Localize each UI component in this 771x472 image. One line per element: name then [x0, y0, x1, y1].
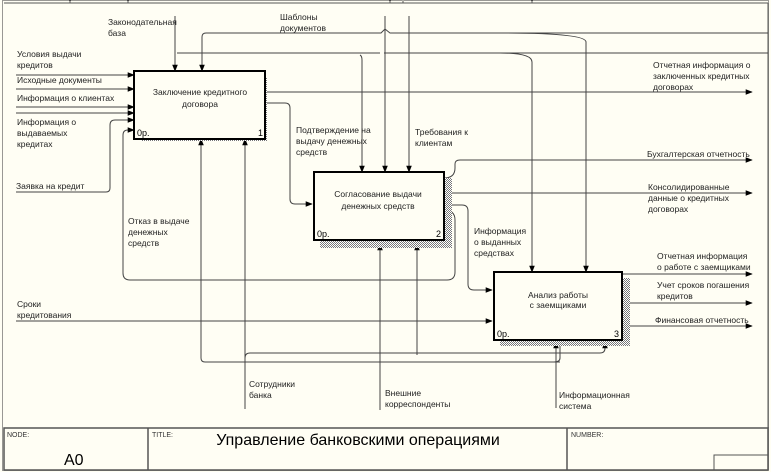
process-box-3[interactable]: Анализ работы с заемщиками 0р. 3 [493, 271, 630, 346]
diagram-title: Управление банковскими операциями [216, 432, 500, 449]
label-otchet-zakl-2: заключенных кредитных [653, 71, 750, 81]
label-podtverzhdenie-3: средств [296, 147, 328, 157]
label-ishodnye: Исходные документы [17, 75, 102, 85]
label-vneshnie-2: корреспонденты [385, 399, 450, 409]
label-otchet-zakl-3: договорах [653, 82, 694, 92]
label-konsolid-2: данные о кредитных [648, 193, 730, 203]
label-sroki-2: кредитования [17, 310, 72, 320]
label-shablony-2: документов [280, 23, 326, 33]
label-info-vydannyh-3: средствах [474, 248, 515, 258]
label-otchet-rabote-2: о работе с заемщиками [657, 262, 751, 272]
label-konsolid-3: договорах [648, 204, 689, 214]
box-2-title-line-2: денежных средств [341, 201, 415, 211]
label-info-vydav-1: Информация о [17, 117, 76, 127]
label-otchet-zakl-1: Отчетная информация о [653, 60, 751, 70]
number-label: NUMBER: [571, 432, 603, 439]
label-zakon-baza-1: Законодательная [108, 17, 177, 27]
connector-lines [16, 16, 768, 410]
process-box-1[interactable]: Заключение кредитного договора 0р. 1 [133, 70, 267, 141]
node-label: NODE: [7, 432, 29, 439]
label-info-vydav-2: выдаваемых [17, 128, 68, 138]
label-info-vydannyh-1: Информация [474, 226, 526, 236]
label-otkaz-3: средств [128, 238, 160, 248]
label-zayavka: Заявка на кредит [16, 181, 84, 191]
label-info-vydannyh-2: о выданных [474, 237, 522, 247]
node-value: A0 [64, 452, 84, 469]
label-usloviya-1: Условия выдачи [17, 49, 82, 59]
label-infosys-1: Информационная [559, 390, 630, 400]
label-sotrudniki-1: Сотрудники [249, 379, 295, 389]
label-podtverzhdenie-2: выдачу денежных [296, 136, 368, 146]
label-info-klienty: Информация о клиентах [17, 93, 115, 103]
box-1-cost: 0р. [137, 128, 150, 138]
box-3-title-line-1: Анализ работы [528, 290, 588, 300]
label-zakon-baza-2: база [108, 28, 126, 38]
label-shablony-1: Шаблоны [280, 12, 318, 22]
box-2-title-line-1: Согласование выдачи [334, 189, 422, 199]
label-uchet-2: кредитов [657, 291, 693, 301]
label-vneshnie-1: Внешние [385, 388, 421, 398]
label-sotrudniki-2: банка [249, 390, 272, 400]
label-otchet-rabote-1: Отчетная информация [657, 251, 748, 261]
box-3-cost: 0р. [497, 329, 510, 339]
label-trebovaniya-2: клиентам [415, 138, 452, 148]
label-trebovaniya-1: Требования к [415, 127, 468, 137]
label-buh: Бухгалтерская отчетность [647, 149, 750, 159]
label-info-vydav-3: кредитах [17, 139, 53, 149]
label-otkaz-2: денежных [128, 227, 169, 237]
box-2-cost: 0р. [317, 229, 330, 239]
arrow-labels: Законодательная база Шаблоны документов … [16, 12, 751, 411]
box-1-title-line-2: договора [182, 99, 218, 109]
label-infosys-2: система [559, 401, 592, 411]
box-3-title-line-2: с заемщиками [530, 300, 587, 310]
label-sroki-1: Сроки [17, 299, 41, 309]
label-uchet-1: Учет сроков погашения [657, 280, 750, 290]
box-2-number: 2 [436, 229, 441, 239]
label-konsolid-1: Консолидированные [648, 182, 730, 192]
label-finans: Финансовая отчетность [655, 315, 749, 325]
label-otkaz-1: Отказ в выдаче [128, 216, 190, 226]
box-1-title-line-1: Заключение кредитного [153, 87, 247, 97]
title-label: TITLE: [152, 432, 173, 439]
box-3-number: 3 [614, 329, 619, 339]
label-usloviya-2: кредитов [17, 60, 53, 70]
title-block: NODE: A0 TITLE: Управление банковскими о… [3, 427, 769, 471]
label-podtverzhdenie-1: Подтверждение на [296, 125, 371, 135]
process-box-2[interactable]: Согласование выдачи денежных средств 0р.… [313, 171, 452, 248]
box-1-number: 1 [258, 128, 263, 138]
